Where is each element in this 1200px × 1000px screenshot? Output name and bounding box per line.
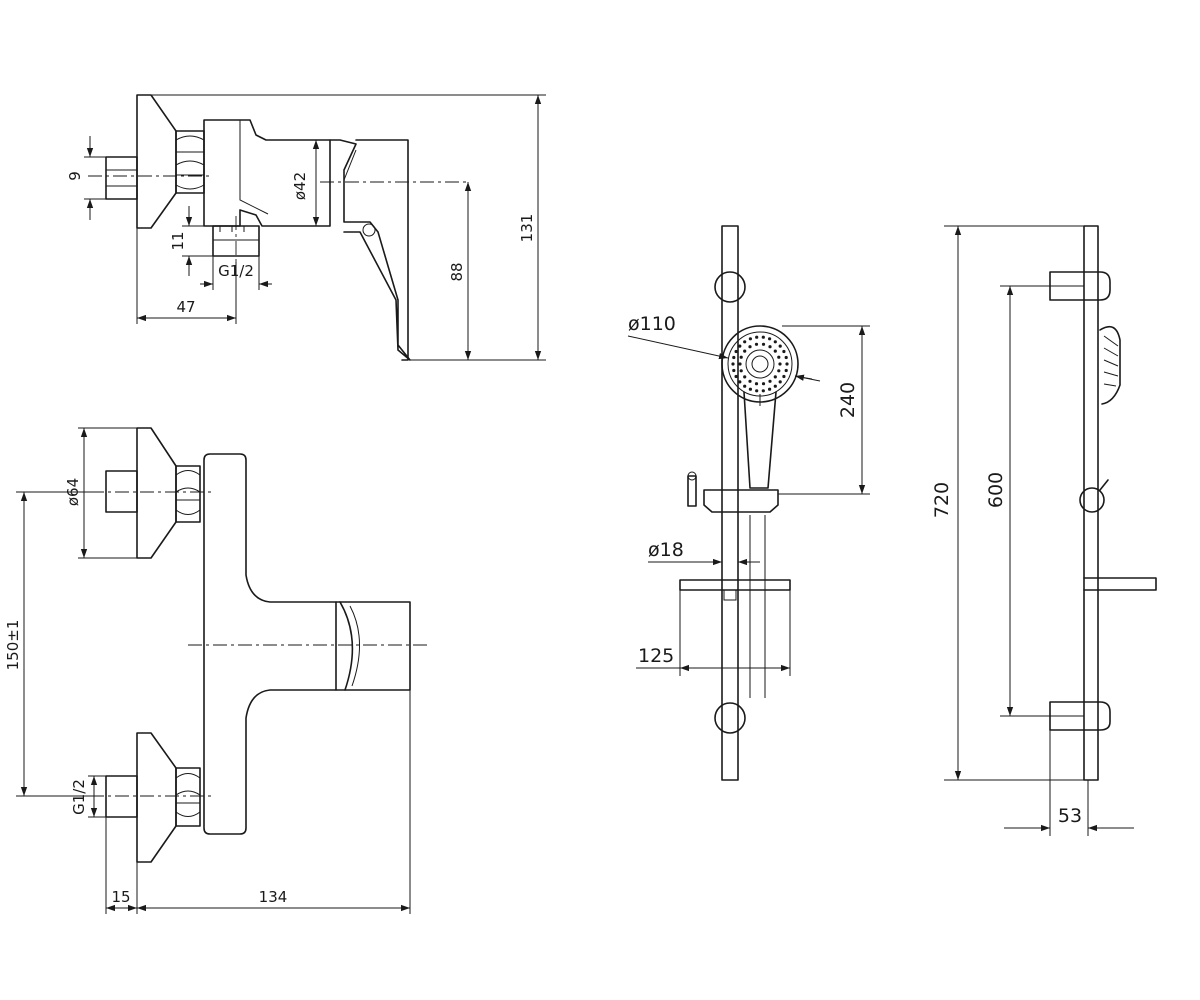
nozzle-dot [734,349,738,354]
slider [703,489,779,513]
nozzle-dot [755,389,759,393]
inlet-stub-top [105,156,138,200]
nozzle-dot [754,382,759,386]
wall-bracket-bottom-side [1049,701,1111,731]
nozzle-dot [778,380,782,384]
nozzle-dot [738,344,742,348]
lever-front [335,601,411,691]
dim-131: 131 [518,214,536,243]
mixer-front-view: ø64 150±1 G1/2 15 134 [4,427,428,914]
rail-side-view: 720 600 53 [931,225,1157,836]
wall-bracket-top-side [1049,271,1111,301]
upper-flange-front [136,427,177,559]
nozzle-dot [738,380,742,384]
nozzle-dot [761,389,765,393]
dim-diameter-42: ø42 [291,172,309,200]
nozzle-dot [785,362,789,366]
nozzle-dot [768,345,772,349]
slide-rail [721,225,739,781]
nozzle-dot [734,374,738,379]
slide-rail-side [1083,225,1099,781]
nozzle-dot [761,342,766,346]
nozzle-dot [782,374,786,379]
dim-53: 53 [1058,805,1082,827]
dim-9: 9 [66,171,84,181]
shower-nozzles [731,335,789,393]
soap-dish [679,579,791,591]
nozzle-dot [761,382,766,386]
nozzle-dot [777,355,781,359]
mixer-body-top [203,119,331,227]
nozzle-dot [732,355,736,360]
nozzle-dot [782,349,786,354]
dim-47: 47 [176,298,195,316]
nozzle-dot [731,362,735,366]
nozzle-dot [743,349,747,353]
nozzle-dot [777,369,781,373]
dim-134: 134 [259,888,288,906]
dim-125: 125 [638,645,674,667]
nozzle-dot [743,340,747,344]
nozzle-dot [768,337,772,341]
nozzle-dot [773,340,777,344]
nozzle-dot [761,335,765,339]
nozzle-dot [739,369,743,373]
nozzle-dot [768,379,772,383]
shower-head-side [1099,325,1121,405]
nozzle-dot [743,384,747,388]
dim-diameter-110: ø110 [628,313,676,335]
rail-bracket-bottom [714,702,746,734]
nozzle-dot [784,355,788,360]
shower-handle [743,391,777,489]
rail-front-view: ø110 240 ø18 125 [627,225,870,781]
nozzle-dot [755,335,759,339]
nozzle-dot [784,368,788,373]
nozzle-dot [748,379,752,383]
mixer-top-view: 9 ø42 11 G1/2 47 88 131 [66,94,546,361]
dim-88: 88 [448,262,466,281]
nozzle-dot [773,384,777,388]
dim-thread-front: G1/2 [70,779,88,815]
nozzle-dot [748,345,752,349]
nozzle-dot [768,387,772,391]
nozzle-dot [773,375,777,379]
nozzle-dot [739,355,743,359]
nozzle-dot [773,349,777,353]
dim-240: 240 [837,382,859,418]
mixer-body-front [203,453,337,835]
nozzle-dot [778,362,782,366]
lever-top [329,139,411,361]
nozzle-dot [748,337,753,341]
nozzle-dot [748,387,753,391]
rail-bracket-top [714,271,746,303]
lower-flange-front [136,732,177,863]
nozzle-dot [738,362,742,366]
dim-diameter-18: ø18 [648,539,684,561]
nozzle-dot [778,344,782,348]
nozzle-dot [754,342,759,346]
dim-600: 600 [985,472,1007,508]
hex-nut-top [175,130,205,194]
nozzle-dot [732,368,736,373]
nozzle-dot [743,375,747,379]
dim-150: 150±1 [4,620,22,671]
wall-flange-top [136,94,177,229]
dim-11: 11 [169,231,187,250]
slider-knob-side [1079,487,1105,513]
dim-720: 720 [931,482,953,518]
dim-15: 15 [111,888,130,906]
soap-dish-side [1083,577,1157,591]
